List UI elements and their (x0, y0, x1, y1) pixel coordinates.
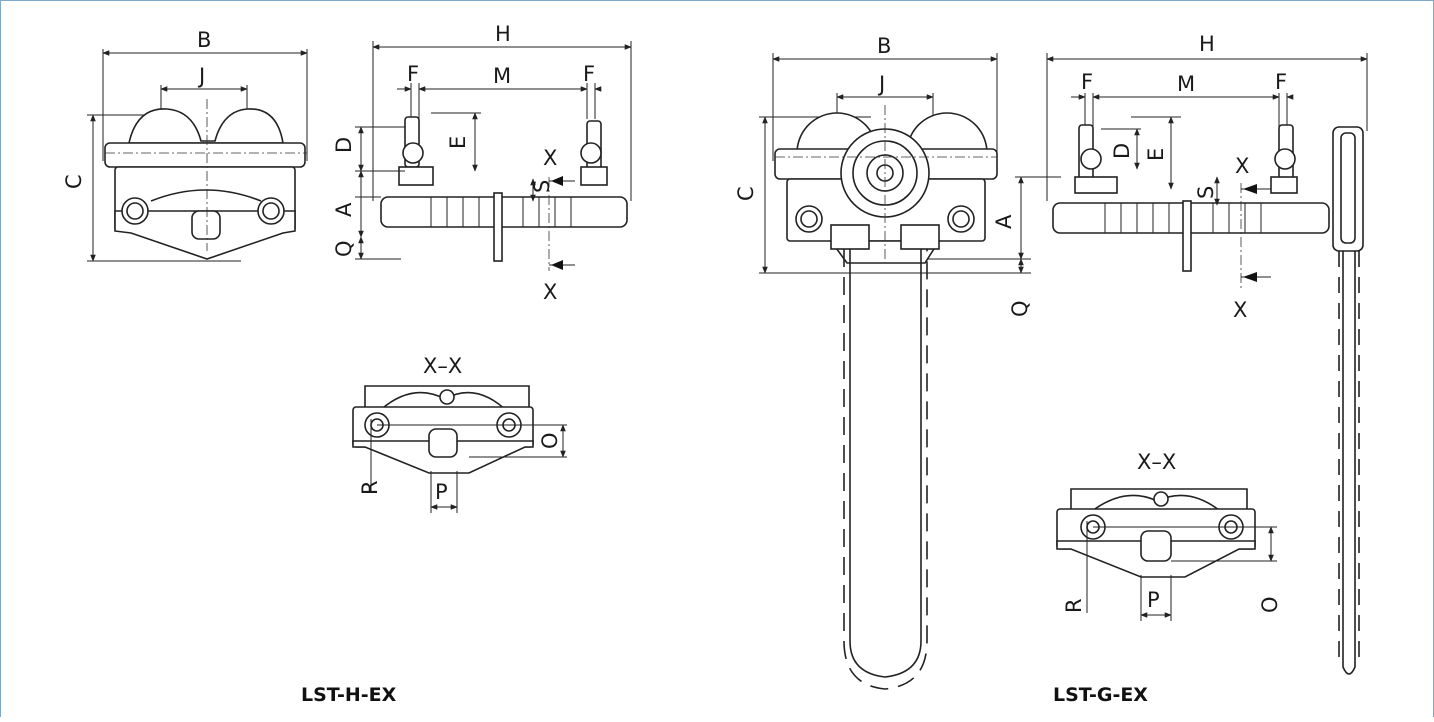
right-section-R: R (1062, 598, 1086, 613)
right-dim-B: B (877, 34, 891, 58)
left-dim-X2: X (543, 280, 557, 304)
right-dim-A: A (992, 214, 1016, 229)
left-model-label: LST-H-EX (301, 684, 397, 706)
left-section-view (352, 385, 567, 513)
left-section-R: R (358, 480, 382, 495)
right-front-view (759, 53, 1031, 690)
right-dim-J: J (877, 72, 885, 96)
left-dim-Q: Q (332, 240, 356, 257)
right-dim-S: S (1194, 186, 1218, 199)
left-dim-F2: F (583, 62, 595, 86)
left-dim-M: M (493, 64, 511, 88)
right-dim-Q: Q (1008, 300, 1032, 317)
left-dim-S: S (530, 180, 554, 193)
right-dim-E: E (1144, 148, 1168, 161)
left-dim-C: C (62, 174, 86, 189)
left-section-P: P (435, 480, 448, 504)
right-dim-F1: F (1081, 70, 1093, 94)
left-dim-H: H (495, 22, 511, 46)
left-side-view (355, 41, 632, 271)
left-front-view (87, 49, 308, 262)
right-dim-C: C (734, 186, 758, 201)
right-dim-D: D (1110, 143, 1134, 159)
left-dim-X1: X (543, 146, 557, 170)
right-section-view (1056, 488, 1277, 621)
right-section-title: X–X (1137, 450, 1176, 474)
right-section-P: P (1147, 588, 1160, 612)
left-dim-E: E (446, 136, 470, 149)
right-side-view (1015, 53, 1368, 675)
left-dim-B: B (197, 28, 211, 52)
right-dim-X2: X (1233, 298, 1247, 322)
right-model-label: LST-G-EX (1053, 684, 1148, 706)
left-dim-A: A (332, 202, 356, 217)
left-section-title: X–X (423, 354, 462, 378)
right-dim-M: M (1177, 72, 1195, 96)
right-dim-H: H (1199, 32, 1215, 56)
left-section-O: O (538, 432, 562, 449)
right-dim-F2: F (1275, 70, 1287, 94)
right-dim-X1: X (1235, 154, 1249, 178)
left-dim-J: J (197, 64, 205, 88)
right-section-O: O (1258, 596, 1282, 613)
left-dim-F1: F (407, 62, 419, 86)
left-dim-D: D (332, 137, 356, 153)
